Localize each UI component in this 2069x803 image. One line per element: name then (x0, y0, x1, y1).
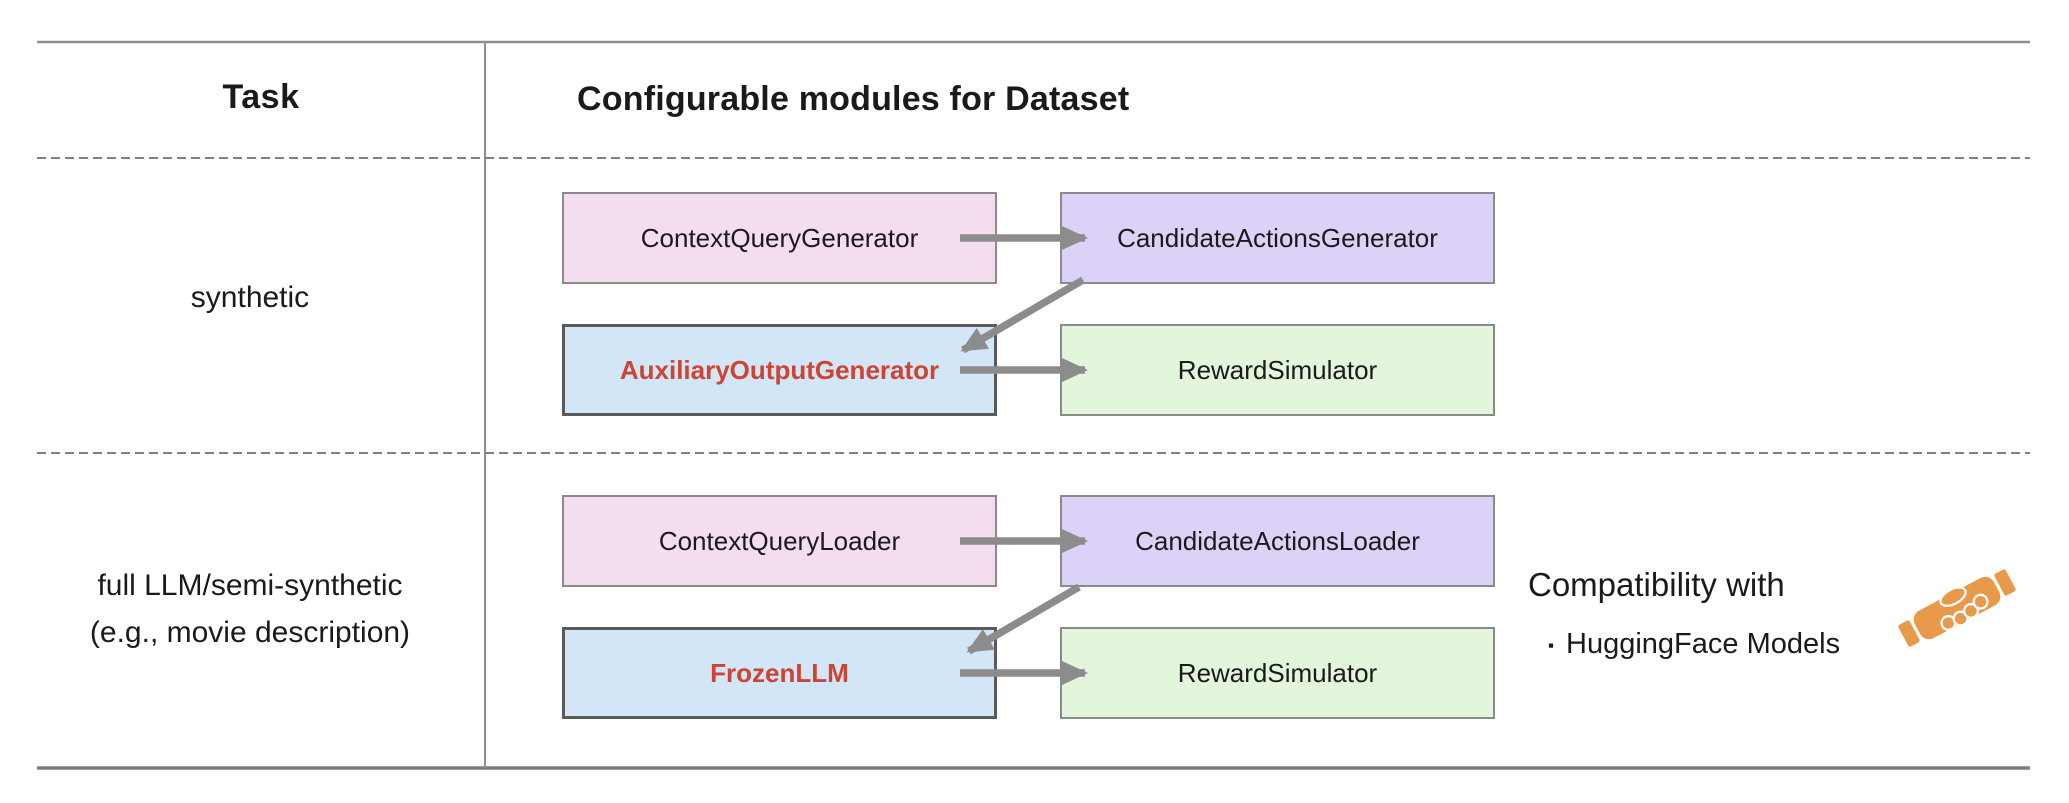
task-label-full-llm: full LLM/semi-synthetic (e.g., movie des… (25, 562, 475, 656)
module-box-candidate-actions-generator: CandidateActionsGenerator (1060, 192, 1495, 284)
module-box-context-query-loader: ContextQueryLoader (562, 495, 997, 587)
task-label-line1: full LLM/semi-synthetic (97, 569, 403, 602)
bullet-icon: ▪ (1548, 635, 1555, 655)
module-label-highlighted: AuxiliaryOutputGenerator (619, 354, 940, 385)
compatibility-item: ▪ HuggingFace Models (1548, 628, 1840, 661)
handshake-left-cuff (1895, 617, 1923, 650)
module-label: RewardSimulator (1177, 657, 1378, 688)
task-column-header: Task (222, 78, 300, 116)
module-box-reward-simulator-2: RewardSimulator (1060, 627, 1495, 719)
task-label-line2: (e.g., movie description) (89, 616, 411, 649)
module-label: ContextQueryLoader (658, 525, 901, 556)
modules-column-header: Configurable modules for Dataset (577, 80, 1130, 118)
handshake-icon (1895, 566, 2019, 650)
compatibility-item-label: HuggingFace Models (1566, 628, 1841, 660)
module-label: CandidateActionsGenerator (1117, 222, 1438, 253)
handshake-right-cuff (1991, 566, 2019, 599)
task-label-synthetic: synthetic (190, 281, 310, 314)
compatibility-title: Compatibility with (1528, 566, 1785, 603)
module-box-auxiliary-output-generator: AuxiliaryOutputGenerator (562, 324, 997, 416)
module-label: RewardSimulator (1177, 354, 1378, 385)
handshake-finger (1972, 593, 1989, 610)
module-label: ContextQueryGenerator (640, 222, 919, 253)
handshake-thumb (1939, 586, 1967, 607)
module-label-highlighted: FrozenLLM (710, 657, 849, 688)
module-box-frozen-llm: FrozenLLM (562, 627, 997, 719)
module-box-candidate-actions-loader: CandidateActionsLoader (1060, 495, 1495, 587)
module-box-context-query-generator: ContextQueryGenerator (562, 192, 997, 284)
module-box-reward-simulator-1: RewardSimulator (1060, 324, 1495, 416)
module-label: CandidateActionsLoader (1135, 525, 1420, 556)
